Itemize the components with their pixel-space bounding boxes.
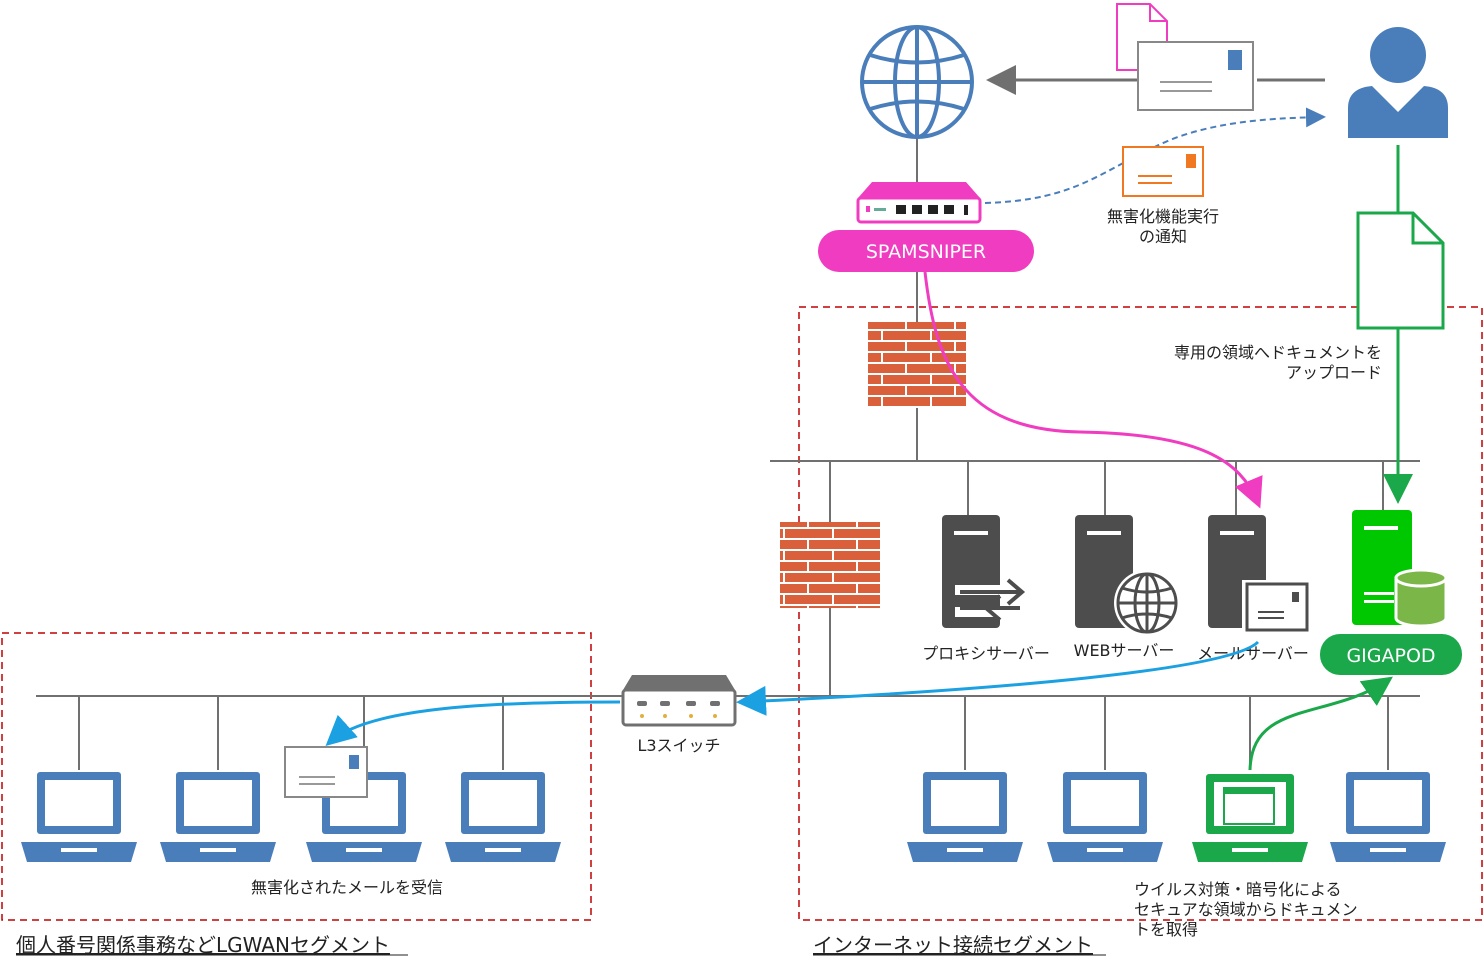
firewall-icon	[868, 322, 966, 408]
laptop-icon	[1330, 772, 1446, 862]
mail-label: メールサーバー	[1197, 644, 1309, 663]
internet-zone	[798, 306, 1483, 921]
l3switch-label: L3スイッチ	[637, 736, 720, 755]
internet-segment-label: インターネット接続セグメント	[813, 933, 1093, 957]
proxy-server-icon	[942, 515, 1026, 628]
firewall-icon	[780, 522, 880, 608]
fetch-arrow	[1248, 676, 1393, 771]
upload-document-icon	[1356, 211, 1445, 330]
upload-label-2: アップロード	[1286, 363, 1382, 382]
proxy-label: プロキシサーバー	[922, 644, 1050, 663]
upload-label-1: 専用の領域へドキュメントを	[1174, 343, 1382, 362]
network-lines	[36, 78, 1420, 770]
notification-envelope-icon	[1122, 146, 1204, 197]
mail-delivery-arrow	[736, 640, 1260, 716]
received-mail-envelope-icon	[284, 746, 368, 798]
fetch-label-3: トを取得	[1134, 920, 1198, 939]
fetch-label-1: ウイルス対策・暗号化による	[1134, 880, 1342, 899]
spamsniper-badge	[818, 230, 1034, 272]
web-server-icon	[1075, 515, 1180, 636]
mail-server-icon	[1208, 515, 1310, 634]
web-label: WEBサーバー	[1074, 641, 1175, 660]
mail-receive-arrow	[325, 700, 621, 747]
laptop-icon	[445, 772, 561, 862]
l3-switch-icon	[621, 675, 737, 727]
laptop-icon	[160, 772, 276, 862]
gigapod-server-icon	[1352, 510, 1448, 628]
mail-envelope-icon	[1137, 41, 1254, 111]
internet-globe-icon	[860, 25, 974, 139]
laptop-icon	[21, 772, 137, 862]
receive-label: 無害化されたメールを受信	[251, 878, 443, 897]
laptop-icon	[1047, 772, 1163, 862]
spamsniper-router-icon	[856, 182, 982, 224]
notification-arrow	[984, 107, 1326, 204]
spamsniper-label: SPAMSNIPER	[866, 241, 986, 263]
fetch-label-2: セキュアな領域からドキュメン	[1134, 900, 1358, 919]
laptop-icon	[907, 772, 1023, 862]
gigapod-badge	[1320, 634, 1462, 675]
notify-label-2: の通知	[1139, 227, 1187, 246]
mail-flow-arrow	[923, 271, 1263, 509]
lgwan-segment-label: 個人番号関係事務などLGWANセグメント	[16, 933, 390, 957]
user-icon	[1348, 27, 1448, 138]
laptop-gigapod-client-icon	[1192, 774, 1308, 862]
notify-label-1: 無害化機能実行	[1107, 207, 1219, 226]
gigapod-label: GIGAPOD	[1346, 645, 1435, 667]
lgwan-zone	[1, 632, 592, 921]
